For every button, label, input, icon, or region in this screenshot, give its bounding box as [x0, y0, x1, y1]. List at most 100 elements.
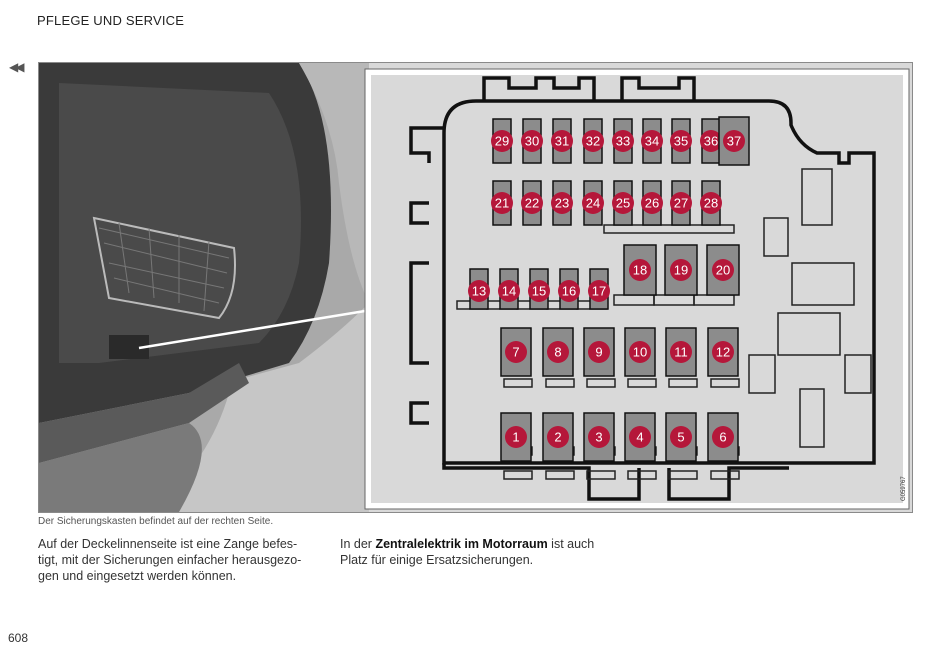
- fuse-number-marker: [547, 426, 569, 448]
- fuse-1: 1: [500, 412, 532, 462]
- fuse-number-marker: [582, 192, 604, 214]
- fuse-number-label: 2: [554, 430, 561, 445]
- fuse-number-label: 5: [677, 430, 684, 445]
- fuse-number-marker: [588, 341, 610, 363]
- fuse-24: 24: [582, 180, 604, 226]
- fuse-box-outline: [409, 76, 876, 501]
- spare-slot: [503, 470, 533, 480]
- fuse-22: 22: [521, 180, 543, 226]
- trunk-photo: [39, 63, 369, 512]
- fuse-number-label: 25: [616, 196, 630, 211]
- fuse-number-marker: [670, 130, 692, 152]
- fuse-number-marker: [700, 130, 722, 152]
- fuse-number-marker: [670, 192, 692, 214]
- fuse-27: 27: [670, 180, 692, 226]
- fuse-number-label: 21: [495, 196, 509, 211]
- fuse-17: 17: [588, 268, 610, 310]
- fuse-23: 23: [551, 180, 573, 226]
- fuse-number-marker: [491, 130, 513, 152]
- fuse-15: 15: [528, 268, 550, 310]
- fuse-number-label: 20: [716, 263, 730, 278]
- fuse-number-label: 29: [495, 134, 509, 149]
- fuse-8: 8: [542, 327, 574, 377]
- fuse-number-marker: [723, 130, 745, 152]
- body-text-line: gen und eingesetzt werden können.: [38, 569, 237, 583]
- fuse-number-marker: [558, 280, 580, 302]
- fuse-37: 37: [718, 116, 750, 166]
- fuse-4: 4: [624, 412, 656, 462]
- fuse-20: 20: [706, 244, 740, 296]
- spare-slot: [503, 378, 533, 388]
- fuse-number-marker: [629, 259, 651, 281]
- page-number: 608: [8, 631, 29, 645]
- fuse-number-label: 6: [719, 430, 726, 445]
- spare-slot: [586, 378, 616, 388]
- fuse-number-marker: [528, 280, 550, 302]
- fuse-number-marker: [582, 130, 604, 152]
- fuse-13: 13: [468, 268, 490, 310]
- spare-slot: [627, 378, 657, 388]
- fuse-number-marker: [521, 130, 543, 152]
- fuse-number-label: 3: [595, 430, 602, 445]
- fuse-25: 25: [612, 180, 634, 226]
- fuse-number-marker: [491, 192, 513, 214]
- fuse-14: 14: [498, 268, 520, 310]
- fuse-number-marker: [498, 280, 520, 302]
- fuse-number-label: 10: [633, 345, 647, 360]
- fuse-number-label: 16: [562, 284, 576, 299]
- fuse-number-label: 22: [525, 196, 539, 211]
- emphasis-term: Zentralelektrik im Motorraum: [375, 537, 548, 551]
- fuse-number-marker: [551, 130, 573, 152]
- double-left-arrow-icon[interactable]: ◀◀: [9, 60, 25, 74]
- fuse-number-label: 35: [674, 134, 688, 149]
- fuse-number-marker: [629, 341, 651, 363]
- fuse-number-label: 26: [645, 196, 659, 211]
- fuse-26: 26: [641, 180, 663, 226]
- body-text-right: In der Zentralelektrik im Motorraum ist …: [340, 536, 640, 568]
- fuse-number-marker: [641, 192, 663, 214]
- spare-slot: [710, 378, 740, 388]
- spare-slot: [545, 378, 575, 388]
- spare-slot: [710, 470, 740, 480]
- fuse-number-label: 8: [554, 345, 561, 360]
- fuse-number-label: 23: [555, 196, 569, 211]
- fuse-number-label: 37: [727, 134, 741, 149]
- fuse-number-marker: [505, 341, 527, 363]
- fuse-21: 21: [491, 180, 513, 226]
- fuse-number-marker: [670, 259, 692, 281]
- fuse-3: 3: [583, 412, 615, 462]
- fuse-5: 5: [665, 412, 697, 462]
- spare-slot: [545, 470, 575, 480]
- fuse-number-label: 12: [716, 345, 730, 360]
- fuse-number-marker: [712, 426, 734, 448]
- fuse-number-label: 34: [645, 134, 659, 149]
- fuse-31: 31: [551, 118, 573, 164]
- figure-caption: Der Sicherungskasten befindet auf der re…: [38, 516, 274, 527]
- fuse-number-marker: [588, 280, 610, 302]
- fuse-number-label: 28: [704, 196, 718, 211]
- fuse-34: 34: [641, 118, 663, 164]
- fuse-number-label: 1: [512, 430, 519, 445]
- fuse-number-label: 13: [472, 284, 486, 299]
- fuse-number-marker: [551, 192, 573, 214]
- fuse-number-label: 24: [586, 196, 600, 211]
- fuse-6: 6: [707, 412, 739, 462]
- fuse-number-label: 17: [592, 284, 606, 299]
- body-text-line: In der Zentralelektrik im Motorraum ist …: [340, 536, 640, 552]
- fuse-29: 29: [491, 118, 513, 164]
- fuse-10: 10: [624, 327, 656, 377]
- fuse-number-label: 11: [674, 345, 688, 360]
- body-text-line: tigt, mit der Sicherungen einfacher hera…: [38, 553, 302, 567]
- fuse-number-marker: [612, 130, 634, 152]
- fuse-number-label: 32: [586, 134, 600, 149]
- fuse-number-marker: [629, 426, 651, 448]
- spare-slot: [668, 378, 698, 388]
- body-text-left: Auf der Deckelinnenseite ist eine Zange …: [38, 536, 313, 584]
- fuse-number-marker: [505, 426, 527, 448]
- fuse-16: 16: [558, 268, 580, 310]
- fuse-33: 33: [612, 118, 634, 164]
- fuse-number-marker: [700, 192, 722, 214]
- body-text-line: Platz für einige Ersatzsicherungen.: [340, 553, 534, 567]
- text-prefix: In der: [340, 537, 376, 551]
